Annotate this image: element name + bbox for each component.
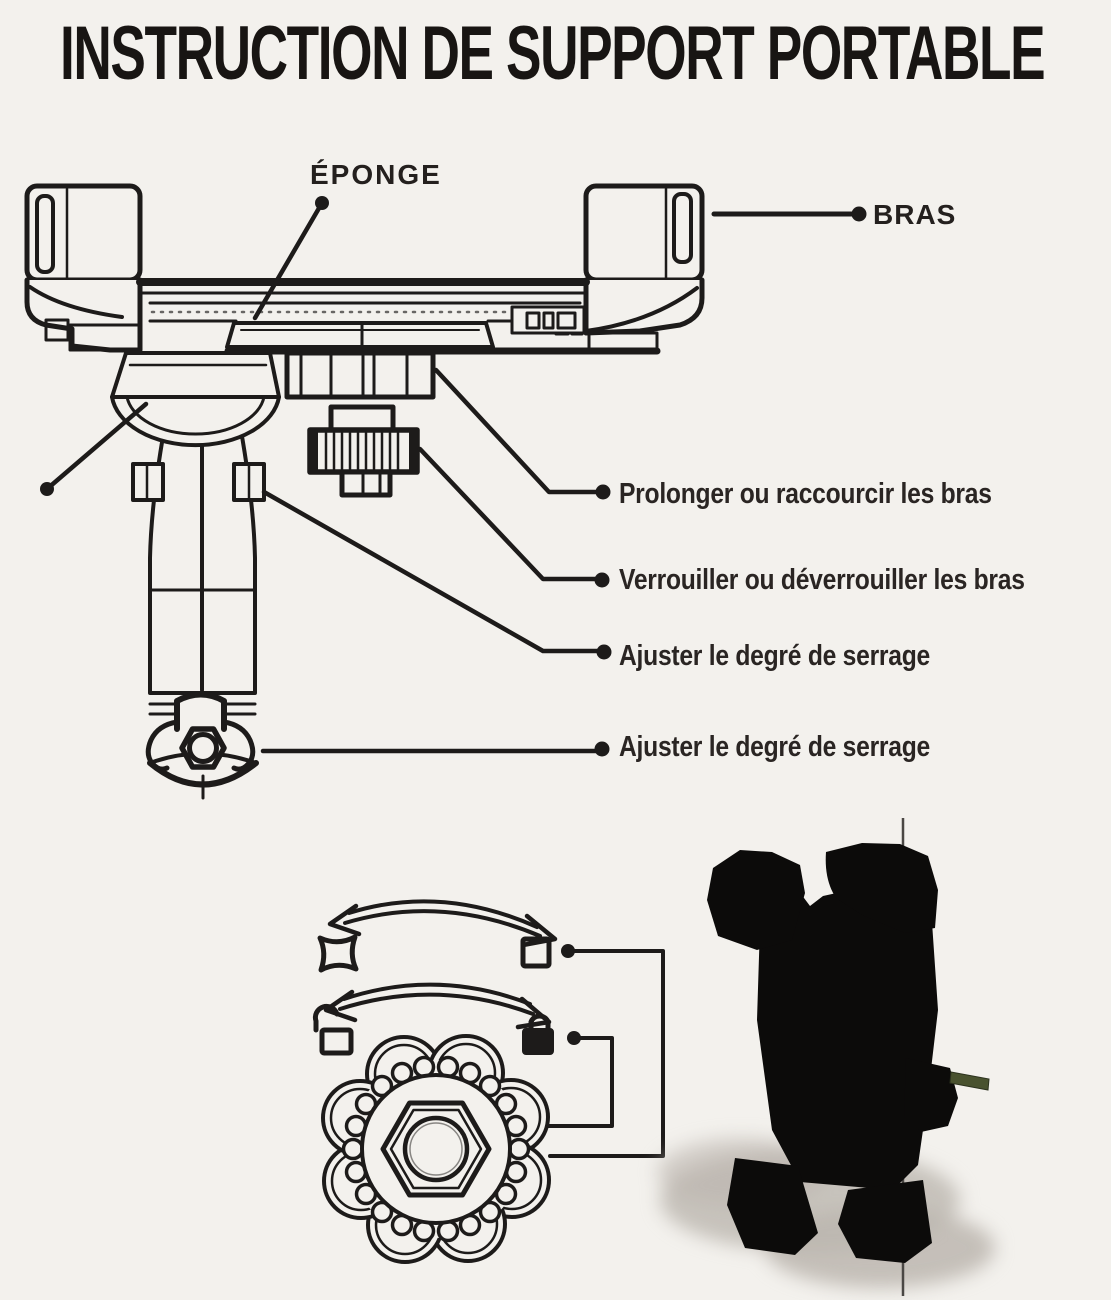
label-bras: BRAS [873,199,957,230]
callout-adjust-tightness-2: Ajuster le degré de serrage [619,731,930,763]
adjustment-screw [949,1071,990,1091]
leader-bras [711,206,867,222]
right-arm [554,183,705,351]
curved-double-arrow-icon-1 [327,899,558,948]
leader-eponge [252,196,329,321]
leader-adjust-2 [260,741,610,757]
knurled-knob-drawing [321,1034,551,1264]
ball-stem [148,405,257,695]
rotation-detail-drawing [312,899,665,1264]
leader-ball-joint [40,401,149,496]
product-silhouette [707,843,958,1263]
detail-connector-lines [538,944,665,1158]
leader-lock-arms [417,446,610,588]
leader-adjust-1 [261,489,612,660]
closed-padlock-icon [522,1013,554,1055]
lock-knob-assembly [284,350,436,498]
leader-extend-arms [433,367,611,500]
page-title: INSTRUCTION DE SUPPORT PORTABLE [60,11,1046,96]
ball-joint [110,351,281,448]
phone-cradle-drawing [24,183,705,800]
cradle-bar [136,278,661,355]
label-eponge: ÉPONGE [310,159,442,190]
callout-lock-or-unlock-arms: Verrouiller ou déverrouiller les bras [619,564,1025,596]
product-photo [657,818,995,1296]
callout-extend-or-shorten-arms: Prolonger ou raccourcir les bras [619,478,992,510]
loose-square-icon [317,934,359,973]
lower-clamp [145,691,259,800]
open-padlock-icon [312,1003,354,1056]
left-arm [24,183,143,353]
leader-lines [40,196,867,757]
callout-adjust-tightness-1: Ajuster le degré de serrage [619,640,930,672]
curved-double-arrow-icon-2 [323,982,552,1030]
stem-side-tabs [131,462,266,502]
tight-square-icon [520,936,552,969]
